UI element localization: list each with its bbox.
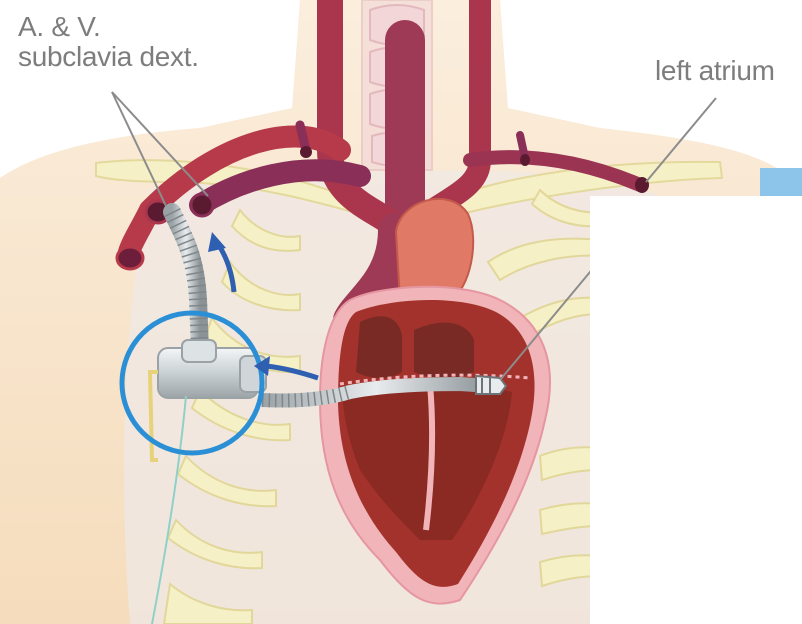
label-subclavia-line1: A. & V. — [18, 12, 199, 42]
label-left-atrium: left atrium — [655, 56, 775, 86]
atrium-chamber-right — [356, 316, 402, 378]
background-blue-edge — [760, 168, 802, 198]
label-subclavia: A. & V. subclavia dext. — [18, 12, 199, 72]
atrium-chamber-left — [414, 323, 474, 378]
blank-occluding-box — [590, 196, 802, 624]
aortic-root — [396, 199, 473, 300]
label-subclavia-line2: subclavia dext. — [18, 42, 199, 72]
